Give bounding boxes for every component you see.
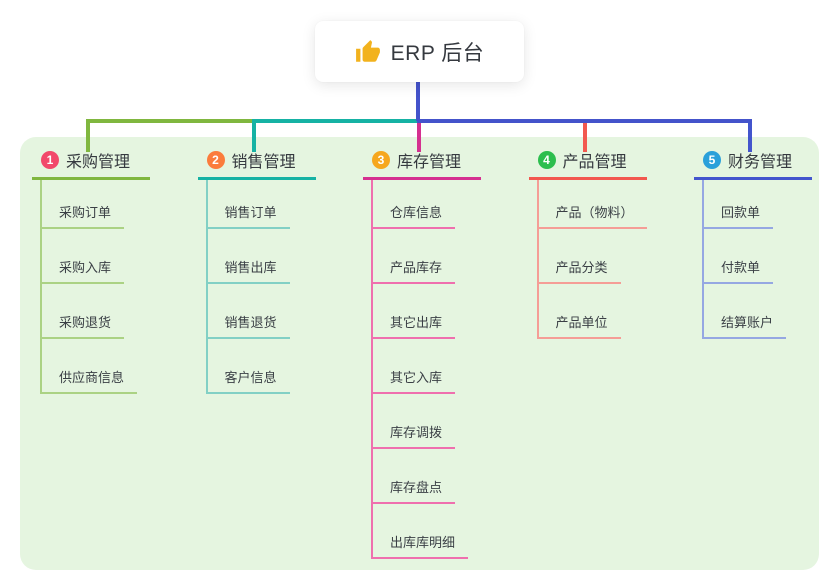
branch-label: 销售管理 xyxy=(231,154,296,171)
branch-item[interactable]: 采购退货 xyxy=(42,284,182,339)
branch-label: 采购管理 xyxy=(66,154,131,171)
branch-label: 产品管理 xyxy=(562,154,627,171)
branch-item-label: 销售退货 xyxy=(207,312,290,339)
branch-item[interactable]: 其它出库 xyxy=(373,284,513,339)
branch-item[interactable]: 采购入库 xyxy=(42,229,182,284)
branch-items: 产品（物料） 产品分类 产品单位 xyxy=(536,180,679,339)
branch-item-label: 销售出库 xyxy=(207,257,290,284)
branch-item[interactable]: 产品分类 xyxy=(538,229,679,284)
branch-drop-line xyxy=(582,119,587,152)
branch-item[interactable]: 采购订单 xyxy=(42,180,182,229)
branch-number-badge: 5 xyxy=(703,151,721,169)
branch-number-badge: 2 xyxy=(206,151,225,169)
branch-item-label: 仓库信息 xyxy=(373,202,456,229)
branch-item-label: 其它出库 xyxy=(373,312,456,339)
branch-items: 采购订单 采购入库 采购退货 供应商信息 xyxy=(40,180,182,394)
branch-item-label: 销售订单 xyxy=(207,202,290,229)
branch-item-label: 产品单位 xyxy=(538,312,621,339)
branch-item-label: 产品（物料） xyxy=(538,202,647,229)
branch-drop-line xyxy=(86,119,90,152)
branch-item-label: 结算账户 xyxy=(704,312,787,339)
branch-item-label: 产品分类 xyxy=(538,257,621,284)
root-title: ERP 后台 xyxy=(390,41,485,65)
branch-item-label: 其它入库 xyxy=(373,367,456,394)
branch: 1 采购管理 采购订单 采购入库 采购退货 供应商信息 xyxy=(32,148,182,394)
branch-header[interactable]: 1 采购管理 xyxy=(32,148,150,180)
branch-item-label: 采购退货 xyxy=(42,312,125,339)
branch: 2 销售管理 销售订单 销售出库 销售退货 客户信息 xyxy=(197,148,348,394)
branch-items: 销售订单 销售出库 销售退货 客户信息 xyxy=(205,180,348,394)
branch-drop-line xyxy=(748,119,752,152)
branch-item[interactable]: 销售退货 xyxy=(207,284,348,339)
canvas-panel xyxy=(20,137,819,570)
branch-item-label: 库存调拨 xyxy=(373,422,456,449)
branch-item-label: 供应商信息 xyxy=(42,367,138,394)
connector-bus-segment-left xyxy=(86,119,256,123)
branch-item[interactable]: 回款单 xyxy=(704,180,839,229)
branch-items: 仓库信息 产品库存 其它出库 其它入库 库存调拨 库存盘点 出库库明细 xyxy=(371,180,513,559)
branch-item-label: 客户信息 xyxy=(207,367,290,394)
branch-item[interactable]: 仓库信息 xyxy=(373,180,513,229)
branch-header[interactable]: 2 销售管理 xyxy=(197,148,316,180)
branch-number-badge: 4 xyxy=(537,151,556,169)
root-connector xyxy=(416,82,420,121)
branch-item-label: 产品库存 xyxy=(373,257,456,284)
branch-header[interactable]: 5 财务管理 xyxy=(694,148,812,180)
branch-drop-line xyxy=(417,119,421,152)
branch-item[interactable]: 结算账户 xyxy=(704,284,839,339)
branch-item[interactable]: 库存调拨 xyxy=(373,394,513,449)
branch-item[interactable]: 产品单位 xyxy=(538,284,679,339)
branch-item[interactable]: 出库库明细 xyxy=(373,504,513,559)
branch-item[interactable]: 产品库存 xyxy=(373,229,513,284)
branch-item-label: 出库库明细 xyxy=(373,532,469,559)
branch-item[interactable]: 销售出库 xyxy=(207,229,348,284)
branch-item-label: 采购入库 xyxy=(42,257,125,284)
branch-label: 库存管理 xyxy=(397,154,462,171)
branch-item-label: 回款单 xyxy=(704,202,774,229)
branch-item-label: 付款单 xyxy=(704,257,774,284)
branch: 4 产品管理 产品（物料） 产品分类 产品单位 xyxy=(528,148,679,339)
thumbs-up-icon xyxy=(355,39,381,65)
branch-item[interactable]: 供应商信息 xyxy=(42,339,182,394)
branch-item[interactable]: 销售订单 xyxy=(207,180,348,229)
branch-item[interactable]: 库存盘点 xyxy=(373,449,513,504)
branch: 3 库存管理 仓库信息 产品库存 其它出库 其它入库 库存调拨 库存盘点 出库库… xyxy=(363,148,513,559)
branch-drop-line xyxy=(251,119,256,152)
branch-item[interactable]: 产品（物料） xyxy=(538,180,679,229)
root-node[interactable]: ERP 后台 xyxy=(315,21,524,82)
branch-item[interactable]: 客户信息 xyxy=(207,339,348,394)
branch-header[interactable]: 3 库存管理 xyxy=(363,148,481,180)
branch-header[interactable]: 4 产品管理 xyxy=(528,148,647,180)
connector-bus-segment-middle xyxy=(251,119,421,123)
branch-number-badge: 3 xyxy=(372,151,390,169)
branch-item[interactable]: 其它入库 xyxy=(373,339,513,394)
connector-bus-segment-right xyxy=(417,119,752,123)
branch-label: 财务管理 xyxy=(728,154,793,171)
branch-item[interactable]: 付款单 xyxy=(704,229,839,284)
branch-item-label: 采购订单 xyxy=(42,202,125,229)
branch-number-badge: 1 xyxy=(41,151,59,169)
branch: 5 财务管理 回款单 付款单 结算账户 xyxy=(694,148,839,339)
branch-items: 回款单 付款单 结算账户 xyxy=(702,180,839,339)
branch-item-label: 库存盘点 xyxy=(373,477,456,504)
